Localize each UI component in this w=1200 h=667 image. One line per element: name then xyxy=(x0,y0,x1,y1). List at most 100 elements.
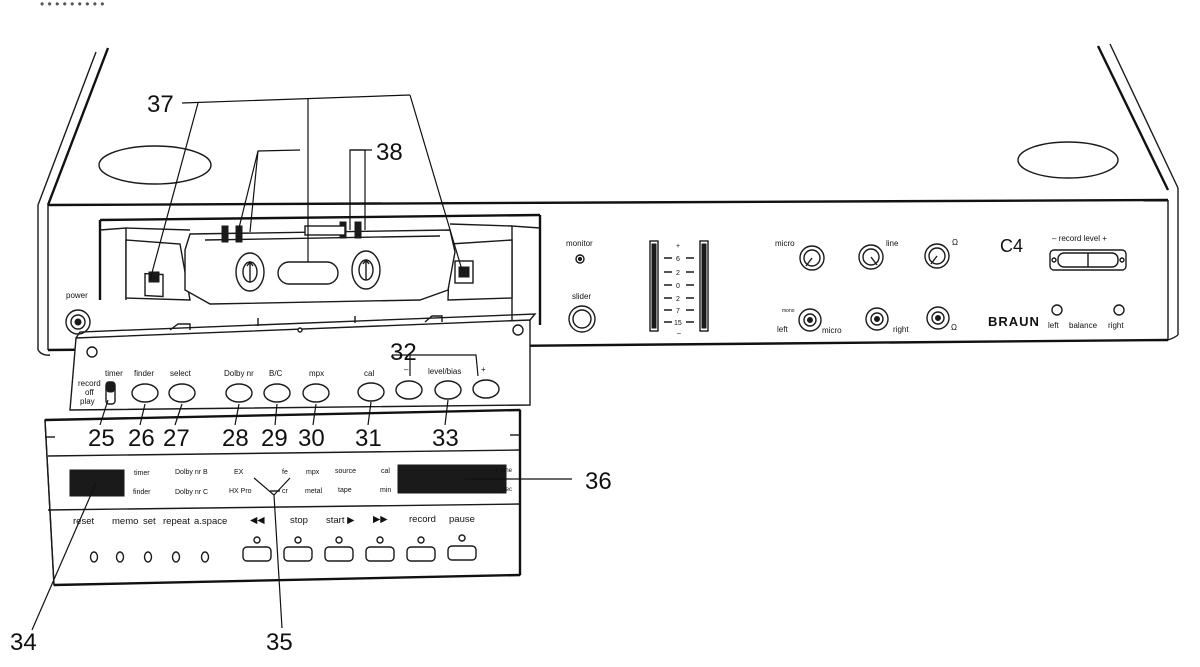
micro-knob-label: micro xyxy=(775,239,795,248)
disp-timer: timer xyxy=(134,470,150,477)
bc-button[interactable] xyxy=(263,383,291,403)
cassette-compartment xyxy=(98,213,542,325)
bc-label: B/C xyxy=(269,369,283,378)
disp-min: min xyxy=(380,487,391,494)
dolby-nr-button[interactable] xyxy=(225,383,253,403)
rewind-button[interactable] xyxy=(242,546,272,562)
minus-label: – xyxy=(404,365,409,374)
ff-label: ▶▶ xyxy=(373,514,388,525)
callout-37: 37 xyxy=(147,91,174,118)
left-jack-label: left xyxy=(777,325,788,334)
power-button[interactable] xyxy=(65,309,91,335)
cassette-reel-right xyxy=(351,250,381,290)
disp-finder: finder xyxy=(133,489,151,496)
callout-leaders xyxy=(31,94,572,631)
balance-left-label: left xyxy=(1048,321,1059,330)
disp-metal: metal xyxy=(305,488,323,495)
disp-cal: cal xyxy=(381,468,390,475)
callout-33: 33 xyxy=(432,425,459,452)
disp-source: source xyxy=(335,468,356,475)
line-knob[interactable] xyxy=(858,244,884,270)
callout-30: 30 xyxy=(298,425,325,452)
record-button[interactable] xyxy=(406,546,436,562)
front-panel: timer finder Dolby nr B Dolby nr C EX HX… xyxy=(44,408,522,587)
record-level-control[interactable] xyxy=(1049,249,1127,271)
mpx-button[interactable] xyxy=(302,383,330,403)
meter-scale-2b: 2 xyxy=(676,296,680,303)
headphone-jack[interactable] xyxy=(926,306,950,330)
level-meter: + 6 2 0 2 7 15 – xyxy=(649,240,709,337)
finder-button[interactable] xyxy=(131,383,159,403)
memo-button[interactable] xyxy=(115,551,125,563)
select-label: select xyxy=(170,369,192,378)
fast-forward-button[interactable] xyxy=(365,546,395,562)
right-jack-label: right xyxy=(893,325,909,334)
meter-scale-6: 6 xyxy=(676,256,680,263)
brand-logo: BRAUN xyxy=(988,314,1040,329)
cassette-reel-left xyxy=(235,252,265,292)
cassette-window xyxy=(277,261,339,285)
pause-label: pause xyxy=(449,514,475,525)
select-button[interactable] xyxy=(168,383,196,403)
dolby-nr-label: Dolby nr xyxy=(224,369,254,378)
record-transport-label: record xyxy=(409,514,436,525)
disp-dolby-b: Dolby nr B xyxy=(175,469,208,476)
balance-right-knob[interactable] xyxy=(1113,304,1125,316)
headphone-volume-knob[interactable] xyxy=(924,243,950,269)
level-plus-button[interactable] xyxy=(472,379,500,399)
repeat-button[interactable] xyxy=(171,551,181,563)
level-bias-button[interactable] xyxy=(434,380,462,400)
headphone-icon: Ω xyxy=(952,238,958,247)
finder-label: finder xyxy=(134,369,154,378)
line-knob-label: line xyxy=(886,239,899,248)
cal-button[interactable] xyxy=(357,382,385,402)
left-micro-jack[interactable] xyxy=(798,308,822,332)
meter-scale-2a: 2 xyxy=(676,270,680,277)
record-label: record xyxy=(78,379,101,388)
aspace-button[interactable] xyxy=(200,551,210,563)
callout-34: 34 xyxy=(10,629,37,656)
top-vent-right xyxy=(1017,141,1119,179)
mpx-label: mpx xyxy=(309,369,324,378)
rew-label: ◀◀ xyxy=(250,515,265,526)
stop-label: stop xyxy=(290,515,308,526)
disp-ex: EX xyxy=(234,469,244,476)
off-label: off xyxy=(85,388,95,397)
start-button[interactable] xyxy=(324,546,354,562)
level-minus-button[interactable] xyxy=(395,380,423,400)
disp-hxpro: HX Pro xyxy=(229,488,252,495)
headphone-jack-icon: Ω xyxy=(951,323,957,332)
micro-jack-label: micro xyxy=(822,326,842,335)
top-strip: • • • • • • • • • xyxy=(40,0,104,11)
disp-dolby-c: Dolby nr C xyxy=(175,489,208,496)
callout-28: 28 xyxy=(222,425,249,452)
callout-29: 29 xyxy=(261,425,288,452)
balance-right-label: right xyxy=(1108,321,1124,330)
callout-26: 26 xyxy=(128,425,155,452)
disp-cr: cr xyxy=(282,488,289,495)
callout-numbers: 37 38 32 25 26 27 28 29 30 31 33 36 34 3… xyxy=(10,91,612,656)
set-label: set xyxy=(143,516,156,527)
right-micro-jack[interactable] xyxy=(865,307,889,331)
balance-left-knob[interactable] xyxy=(1051,304,1063,316)
stop-button[interactable] xyxy=(283,546,313,562)
plus-label: + xyxy=(481,365,486,374)
meter-scale-15: 15 xyxy=(674,320,682,327)
mono-label: mono xyxy=(782,308,795,314)
level-bias-label: level/bias xyxy=(428,367,461,376)
monitor-label: monitor xyxy=(566,239,593,248)
memo-label: memo xyxy=(112,516,138,527)
disp-mpx: mpx xyxy=(306,469,320,476)
micro-knob[interactable] xyxy=(799,245,825,271)
reset-button[interactable] xyxy=(89,551,99,563)
top-vent-left xyxy=(98,145,212,185)
pause-button[interactable] xyxy=(447,545,477,561)
set-button[interactable] xyxy=(143,551,153,563)
meter-scale-0: 0 xyxy=(676,283,680,290)
meter-scale-plus: + xyxy=(676,243,680,250)
record-level-label: – record level + xyxy=(1052,234,1107,243)
reset-label: reset xyxy=(73,516,94,527)
meter-scale-7: 7 xyxy=(676,308,680,315)
power-label: power xyxy=(66,291,88,300)
disp-fe: fe xyxy=(282,469,288,476)
